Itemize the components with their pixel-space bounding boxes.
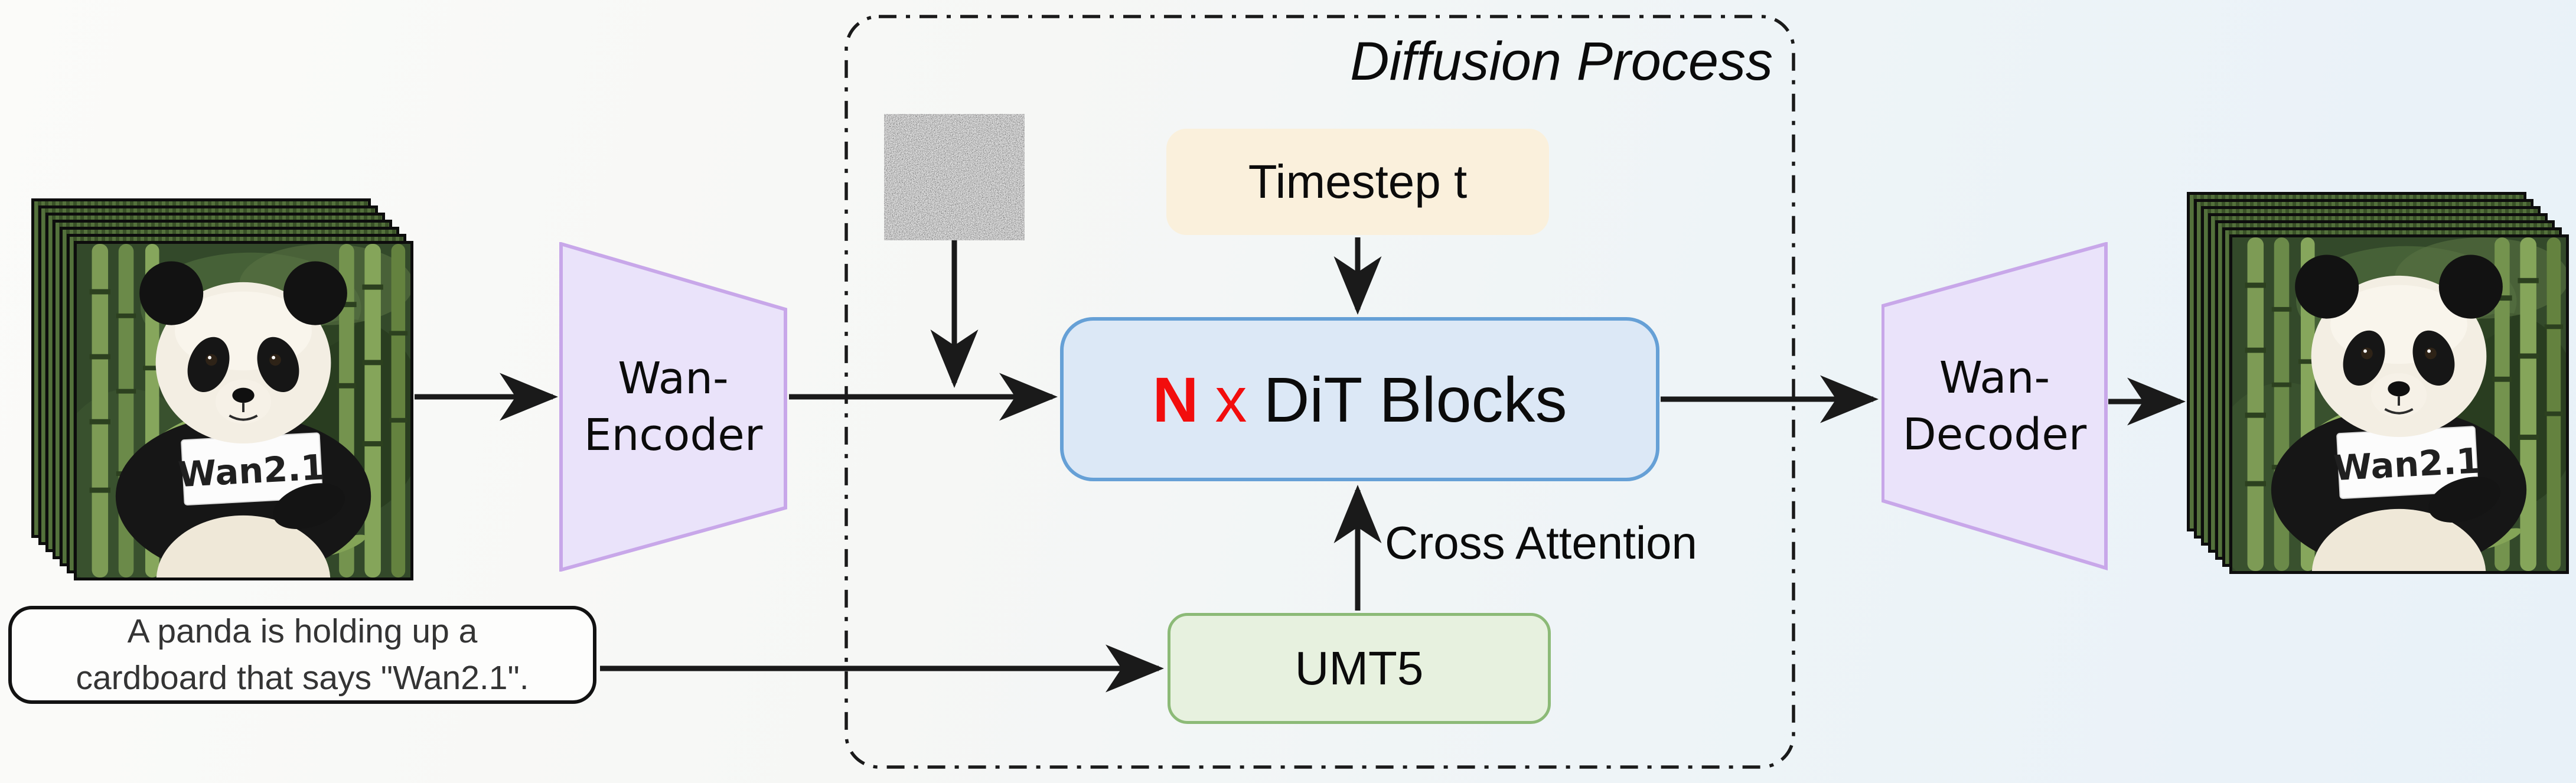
dit-blocks-box: N x DiT Blocks	[1060, 317, 1659, 481]
diffusion-process-title: Diffusion Process	[1350, 31, 1773, 92]
wan-decoder-line2: Decoder	[1902, 409, 2087, 460]
wan-decoder-line1: Wan-	[1939, 352, 2050, 403]
timestep-label: Timestep t	[1248, 155, 1468, 208]
dit-n: N	[1152, 363, 1199, 435]
umt5-box: UMT5	[1168, 613, 1551, 724]
wan-decoder-label: Wan- Decoder	[1882, 242, 2108, 570]
wan-encoder-block: Wan- Encoder	[559, 242, 787, 572]
wan-encoder-label: Wan- Encoder	[559, 242, 787, 572]
panda-image	[2232, 237, 2566, 571]
prompt-line2: cardboard that says "Wan2.1".	[76, 659, 529, 697]
encoder-trapezoid-shape	[559, 242, 787, 572]
dit-label: DiT Blocks	[1263, 363, 1567, 435]
dit-times: x	[1215, 363, 1247, 435]
wan-encoder-line2: Encoder	[583, 410, 763, 461]
wan-decoder-block: Wan- Decoder	[1882, 242, 2108, 570]
timestep-box: Timestep t	[1166, 129, 1549, 235]
video-frame-front	[74, 241, 413, 580]
decoder-trapezoid-shape	[1882, 242, 2108, 570]
panda-image	[77, 244, 410, 578]
wan-encoder-line1: Wan-	[618, 353, 729, 404]
video-frame-front	[2229, 234, 2569, 574]
prompt-line1: A panda is holding up a	[127, 612, 478, 651]
cross-attention-label: Cross Attention	[1385, 517, 1697, 569]
input-video-frames-stack	[31, 198, 413, 580]
gaussian-noise-patch	[884, 114, 1025, 240]
output-video-frames-stack	[2187, 192, 2569, 574]
umt5-label: UMT5	[1294, 642, 1424, 694]
diffusion-process-dashed-box	[844, 15, 1795, 769]
text-prompt-box: A panda is holding up a cardboard that s…	[8, 606, 596, 704]
